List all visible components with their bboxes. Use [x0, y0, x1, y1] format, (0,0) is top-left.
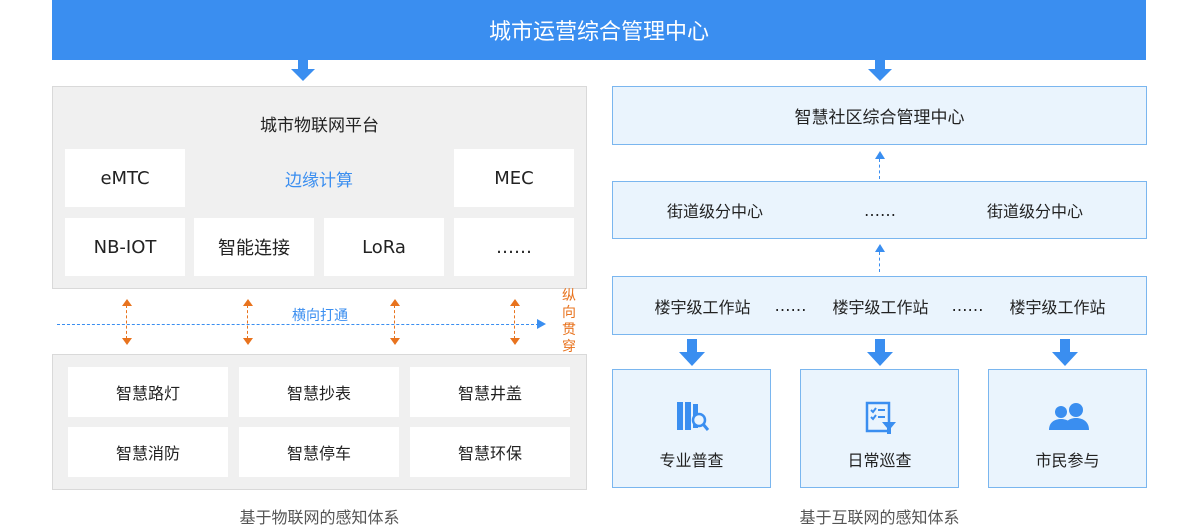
cell-smart-connect: 智能连接 — [194, 218, 314, 276]
vertical-double-arrow — [510, 299, 520, 345]
community-center: 智慧社区综合管理中心 — [612, 86, 1147, 145]
app-street-light: 智慧路灯 — [68, 367, 228, 417]
dashed-up-arrow — [875, 244, 885, 274]
street-ellipsis: …… — [864, 200, 896, 220]
card-citizen-label: 市民参与 — [1035, 451, 1100, 470]
people-icon — [1049, 403, 1089, 430]
building-station-2: 楼宇级工作站 — [832, 297, 929, 317]
cell-emtc: eMTC — [65, 149, 185, 207]
vertical-double-arrow — [122, 299, 132, 345]
app-manhole-cover: 智慧井盖 — [410, 367, 570, 417]
app-environment: 智慧环保 — [410, 427, 570, 477]
app-meter-reading: 智慧抄表 — [239, 367, 399, 417]
app-parking: 智慧停车 — [239, 427, 399, 477]
vertical-label: 纵向贯穿 — [562, 288, 576, 355]
card-patrol-label: 日常巡查 — [847, 451, 912, 470]
vertical-double-arrow — [390, 299, 400, 345]
edge-computing-label: 边缘计算 — [285, 170, 353, 191]
down-arrow-right — [868, 59, 892, 81]
big-down-arrow — [1052, 339, 1078, 367]
big-down-arrow — [867, 339, 893, 367]
street-center-row — [612, 181, 1147, 239]
building-station-1: 楼宇级工作站 — [654, 297, 751, 317]
books-search-icon — [677, 402, 710, 431]
card-survey: 专业普查 — [612, 369, 771, 488]
street-center-right: 街道级分中心 — [986, 202, 1083, 221]
community-center-label: 智慧社区综合管理中心 — [794, 108, 965, 128]
platform-title: 城市物联网平台 — [260, 115, 379, 136]
card-patrol: 日常巡查 — [800, 369, 959, 488]
card-survey-label: 专业普查 — [659, 451, 724, 470]
cell-lora: LoRa — [324, 218, 444, 276]
building-station-3: 楼宇级工作站 — [1009, 297, 1106, 317]
station-ellipsis-2: …… — [951, 296, 984, 315]
checklist-icon — [865, 401, 896, 434]
dashed-up-arrow — [875, 151, 885, 181]
street-center-left: 街道级分中心 — [666, 202, 763, 221]
horizontal-dashed-line — [57, 324, 539, 325]
cell-mec: MEC — [454, 149, 574, 207]
cell-more: …… — [454, 218, 574, 276]
banner-title: 城市运营综合管理中心 — [488, 20, 709, 45]
cell-nbiot: NB-IOT — [65, 218, 185, 276]
right-caption: 基于互联网的感知体系 — [799, 508, 960, 527]
card-citizen: 市民参与 — [988, 369, 1147, 488]
station-ellipsis-1: …… — [774, 296, 807, 315]
horizontal-arrow-head — [537, 319, 546, 329]
building-station-row — [612, 276, 1147, 335]
app-fire-protection: 智慧消防 — [68, 427, 228, 477]
vertical-double-arrow — [243, 299, 253, 345]
top-banner: 城市运营综合管理中心 — [52, 0, 1146, 60]
big-down-arrow — [679, 339, 705, 367]
down-arrow-left — [291, 59, 315, 81]
horizontal-label: 横向打通 — [292, 308, 348, 324]
left-caption: 基于物联网的感知体系 — [239, 508, 400, 527]
